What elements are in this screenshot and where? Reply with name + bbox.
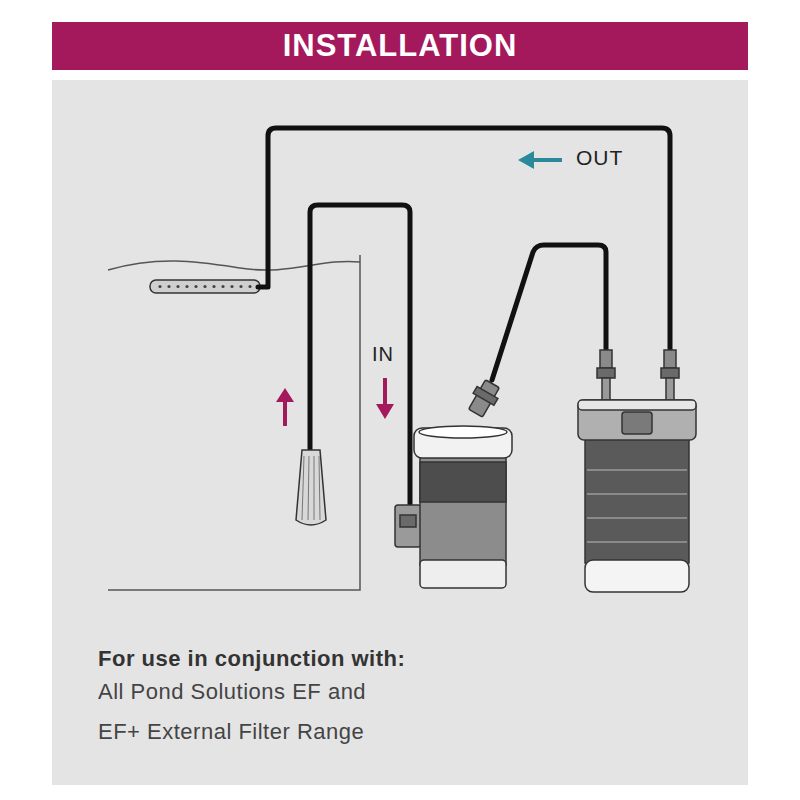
canister-band	[587, 517, 687, 519]
spray-hole	[176, 285, 179, 288]
intake-strainer	[296, 450, 326, 525]
spray-hole	[212, 285, 215, 288]
spray-bar-holes	[158, 285, 251, 288]
flow-arrows	[276, 151, 562, 426]
pre-filter-base	[420, 560, 506, 588]
spray-hole	[194, 285, 197, 288]
canister-band	[587, 469, 687, 471]
external-filter	[578, 350, 696, 592]
pre-filter	[395, 378, 512, 588]
spray-hole	[230, 285, 233, 288]
title-banner	[52, 22, 748, 70]
transfer-hose	[492, 245, 606, 380]
pre-filter-valve	[395, 505, 421, 547]
filter-connector-out	[664, 350, 676, 368]
spray-hole	[248, 285, 251, 288]
filter-lid-rim	[578, 400, 696, 410]
filter-lid	[578, 400, 696, 440]
out-arrow-head	[518, 151, 534, 169]
filter-connector-in	[600, 350, 612, 368]
intake-hose	[310, 205, 410, 505]
tank-wall	[108, 255, 360, 590]
down-arrow-head	[376, 404, 394, 419]
up-arrow-shaft	[283, 400, 287, 426]
pre-filter-connector	[465, 378, 503, 419]
filter-base	[585, 560, 689, 592]
spray-hole	[221, 285, 224, 288]
filter-connector-in-stem	[602, 378, 610, 402]
canister-band	[587, 493, 687, 495]
usage-note: All Pond Solutions EF and EF+ External F…	[98, 672, 398, 752]
filter-canister-bands	[587, 470, 687, 542]
up-arrow-head	[276, 388, 294, 402]
spray-hole	[167, 285, 170, 288]
pre-filter-band	[420, 462, 506, 502]
strainer-slot	[319, 456, 320, 520]
spray-hole	[185, 285, 188, 288]
strainer-slot	[302, 456, 304, 520]
strainer-slot	[314, 456, 315, 520]
water-surface	[108, 261, 360, 270]
spray-bar-tube	[150, 280, 260, 293]
panel-background	[52, 80, 748, 785]
flow-label: IN	[372, 343, 394, 366]
filter-connector-in-nut	[597, 368, 615, 378]
title-text: INSTALLATION	[52, 22, 748, 70]
filter-connector-out-nut	[661, 368, 679, 378]
pre-filter-body	[420, 455, 506, 565]
valve-knob	[400, 515, 416, 527]
strainer-slot	[308, 456, 309, 520]
filter-lid-clip	[622, 412, 652, 434]
spray-bar	[150, 280, 260, 293]
strainer-body	[296, 450, 326, 525]
filter-canister	[585, 438, 689, 563]
out-arrow-shaft	[532, 158, 562, 162]
flow-label: OUT	[576, 146, 623, 170]
filter-connector-out-stem	[666, 378, 674, 402]
down-arrow-shaft	[383, 378, 387, 406]
spray-hole	[158, 285, 161, 288]
aquarium-tank	[108, 255, 360, 590]
spray-hole	[203, 285, 206, 288]
usage-heading: For use in conjunction with:	[98, 646, 405, 672]
strainer-slots	[302, 456, 320, 520]
canister-band	[587, 541, 687, 543]
spray-hole	[239, 285, 242, 288]
pre-filter-lid-top	[419, 426, 507, 438]
